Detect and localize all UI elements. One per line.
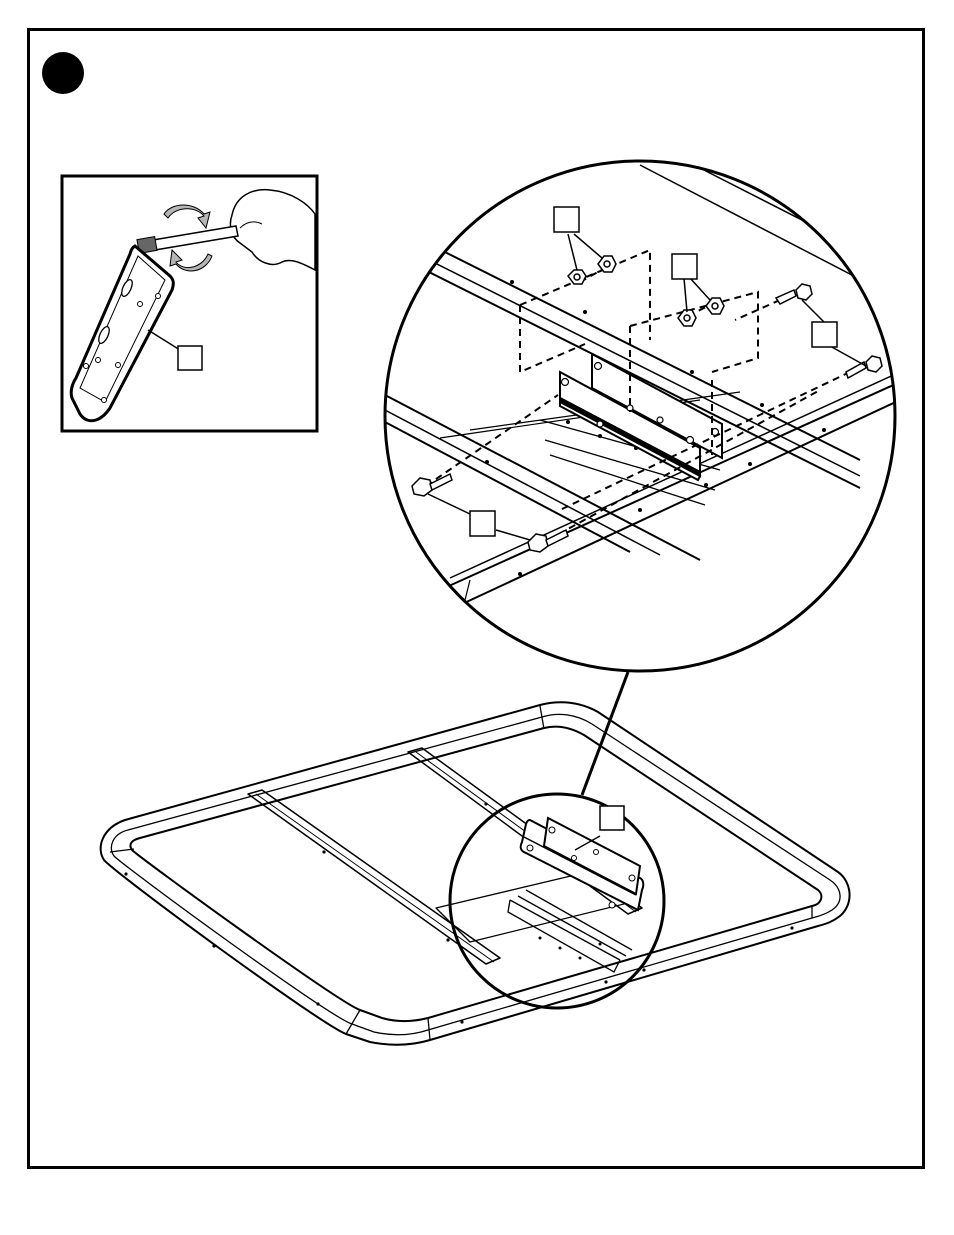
- callout-box-nuts-right: [672, 254, 697, 279]
- callout-box-nuts-left: [554, 207, 579, 232]
- detail-circle-large: [385, 161, 900, 671]
- callout-box-inset-plate: [178, 346, 202, 370]
- step-marker: [42, 52, 84, 94]
- callout-box-bolts-right: [812, 322, 837, 347]
- detail-connector-line: [582, 672, 628, 795]
- callout-box-bolts-left: [470, 511, 495, 536]
- detail-circle-small: [450, 794, 664, 1008]
- basketball-backboard-frame: [101, 702, 850, 1044]
- callout-box-brackets: [600, 806, 624, 830]
- inset-box: [62, 176, 317, 431]
